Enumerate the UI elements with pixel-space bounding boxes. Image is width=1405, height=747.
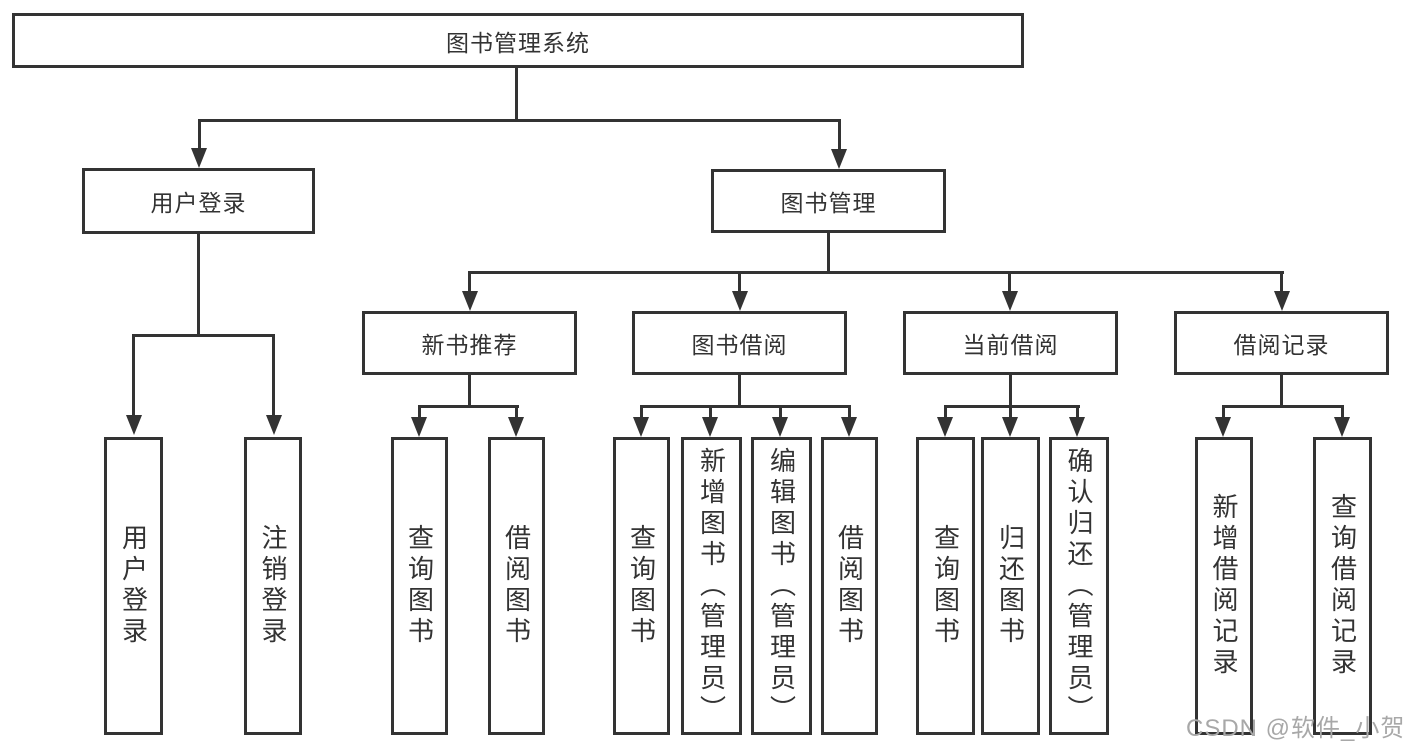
leaf-user-login-label: 用户登录 bbox=[118, 524, 149, 648]
leaf-query-books-1-label: 查询图书 bbox=[404, 524, 435, 648]
node-borrow-records-label: 借阅记录 bbox=[1233, 332, 1330, 358]
leaf-borrow-books-2: 借阅图书 bbox=[821, 437, 878, 735]
edge-borrow-records-stem bbox=[1280, 373, 1283, 407]
edge-to-leaf-query-record-shaft bbox=[1341, 405, 1344, 419]
node-borrow-records: 借阅记录 bbox=[1174, 311, 1389, 375]
edge-to-borrow-records-shaft bbox=[1280, 271, 1283, 293]
leaf-confirm-return-admin-label: 确认归还（管理员） bbox=[1064, 446, 1094, 726]
arrow-to-leaf-return-book-icon bbox=[1002, 417, 1018, 437]
edge-to-current-borrowing-shaft bbox=[1008, 271, 1011, 293]
node-library-system-label: 图书管理系统 bbox=[446, 29, 590, 56]
arrow-to-user-login-icon bbox=[191, 148, 207, 168]
node-user-login: 用户登录 bbox=[82, 168, 315, 234]
edge-to-leaf-confirm-return-shaft bbox=[1076, 405, 1079, 419]
edge-current-borrowing-bar bbox=[944, 405, 1080, 408]
arrow-to-leaf-query-books-2-icon bbox=[633, 417, 649, 437]
edge-to-leaf-add-record-shaft bbox=[1222, 405, 1225, 419]
arrow-to-leaf-query-books-3-icon bbox=[937, 417, 953, 437]
edge-to-leaf-query-books-2-shaft bbox=[640, 405, 643, 419]
leaf-query-books-3-label: 查询图书 bbox=[930, 524, 961, 648]
node-book-management: 图书管理 bbox=[711, 169, 946, 233]
leaf-edit-book-admin: 编辑图书（管理员） bbox=[751, 437, 812, 735]
node-current-borrowing-label: 当前借阅 bbox=[962, 332, 1059, 358]
edge-current-borrowing-stem bbox=[1009, 373, 1012, 407]
leaf-confirm-return-admin: 确认归还（管理员） bbox=[1049, 437, 1109, 735]
leaf-add-book-admin: 新增图书（管理员） bbox=[681, 437, 742, 735]
arrow-to-book-borrowing-icon bbox=[732, 291, 748, 311]
edge-to-leaf-borrow-books-1-shaft bbox=[515, 405, 518, 419]
csdn-watermark: CSDN @软件_小贺同学 bbox=[1186, 715, 1405, 742]
node-library-system: 图书管理系统 bbox=[12, 13, 1024, 68]
leaf-return-book: 归还图书 bbox=[981, 437, 1040, 735]
node-book-management-label: 图书管理 bbox=[780, 190, 877, 216]
edge-to-leaf-query-books-1-shaft bbox=[418, 405, 421, 419]
edge-to-leaf-user-login-shaft bbox=[132, 334, 135, 417]
edge-user-login-bar bbox=[132, 334, 275, 337]
arrow-to-leaf-confirm-return-icon bbox=[1069, 417, 1085, 437]
edge-borrow-records-bar bbox=[1222, 405, 1344, 408]
arrow-to-leaf-add-book-icon bbox=[702, 417, 718, 437]
edge-root-stem bbox=[515, 66, 518, 119]
node-book-borrowing: 图书借阅 bbox=[632, 311, 847, 375]
edge-root-bar bbox=[198, 119, 841, 122]
edge-to-leaf-add-book-shaft bbox=[709, 405, 712, 419]
edge-to-leaf-query-books-3-shaft bbox=[944, 405, 947, 419]
edge-book-management-bar bbox=[468, 271, 1284, 274]
leaf-add-borrow-record: 新增借阅记录 bbox=[1195, 437, 1253, 735]
leaf-query-books-2: 查询图书 bbox=[613, 437, 670, 735]
leaf-query-books-2-label: 查询图书 bbox=[626, 524, 657, 648]
edge-new-book-recommend-stem bbox=[468, 373, 471, 407]
node-new-book-recommend: 新书推荐 bbox=[362, 311, 577, 375]
edge-to-leaf-return-book-shaft bbox=[1009, 405, 1012, 419]
leaf-edit-book-admin-label: 编辑图书（管理员） bbox=[766, 446, 797, 726]
arrow-to-leaf-query-record-icon bbox=[1334, 417, 1350, 437]
node-new-book-recommend-label: 新书推荐 bbox=[421, 332, 518, 358]
leaf-logout: 注销登录 bbox=[244, 437, 302, 735]
edge-to-leaf-edit-book-shaft bbox=[779, 405, 782, 419]
edge-to-new-book-recommend-shaft bbox=[468, 271, 471, 293]
leaf-query-borrow-record: 查询借阅记录 bbox=[1313, 437, 1372, 735]
leaf-query-books-1: 查询图书 bbox=[391, 437, 448, 735]
node-current-borrowing: 当前借阅 bbox=[903, 311, 1118, 375]
edge-new-book-recommend-bar bbox=[418, 405, 519, 408]
arrow-to-book-management-icon bbox=[831, 149, 847, 169]
node-book-borrowing-label: 图书借阅 bbox=[691, 332, 788, 358]
edge-book-borrowing-bar bbox=[640, 405, 851, 408]
leaf-add-borrow-record-label: 新增借阅记录 bbox=[1209, 493, 1239, 679]
arrow-to-leaf-borrow-books-1-icon bbox=[508, 417, 524, 437]
edge-to-book-management-shaft bbox=[838, 119, 841, 152]
arrow-to-leaf-query-books-1-icon bbox=[411, 417, 427, 437]
arrow-to-leaf-user-login-icon bbox=[126, 415, 142, 435]
leaf-logout-label: 注销登录 bbox=[258, 524, 288, 648]
edge-to-leaf-borrow-books-2-shaft bbox=[848, 405, 851, 419]
leaf-borrow-books-2-label: 借阅图书 bbox=[834, 524, 865, 648]
arrow-to-leaf-borrow-books-2-icon bbox=[841, 417, 857, 437]
arrow-to-current-borrowing-icon bbox=[1002, 291, 1018, 311]
edge-book-management-stem bbox=[827, 231, 830, 273]
edge-to-leaf-logout-shaft bbox=[272, 334, 275, 417]
arrow-to-leaf-logout-icon bbox=[266, 415, 282, 435]
edge-user-login-stem bbox=[197, 232, 200, 334]
leaf-user-login: 用户登录 bbox=[104, 437, 163, 735]
leaf-add-book-admin-label: 新增图书（管理员） bbox=[696, 446, 727, 726]
leaf-return-book-label: 归还图书 bbox=[995, 524, 1026, 648]
node-user-login-label: 用户登录 bbox=[150, 190, 247, 216]
edge-to-user-login-shaft bbox=[198, 119, 201, 152]
leaf-borrow-books-1: 借阅图书 bbox=[488, 437, 545, 735]
edge-book-borrowing-stem bbox=[738, 373, 741, 407]
arrow-to-leaf-add-record-icon bbox=[1215, 417, 1231, 437]
leaf-borrow-books-1-label: 借阅图书 bbox=[501, 524, 532, 648]
leaf-query-borrow-record-label: 查询借阅记录 bbox=[1327, 493, 1358, 679]
arrow-to-leaf-edit-book-icon bbox=[772, 417, 788, 437]
arrow-to-borrow-records-icon bbox=[1274, 291, 1290, 311]
edge-to-book-borrowing-shaft bbox=[738, 271, 741, 293]
leaf-query-books-3: 查询图书 bbox=[916, 437, 975, 735]
arrow-to-new-book-recommend-icon bbox=[462, 291, 478, 311]
